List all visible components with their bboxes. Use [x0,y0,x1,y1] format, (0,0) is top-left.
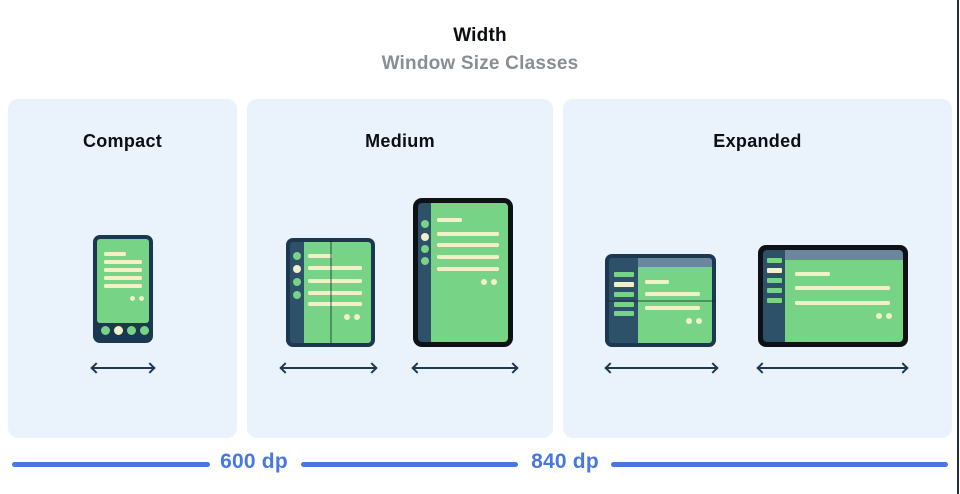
text-line [104,252,126,256]
breakpoint-840dp-label: 840 dp [531,450,599,473]
panel-medium: Medium [247,99,553,438]
panel-compact: Compact [8,99,237,438]
rail-dot [421,220,429,228]
width-range-arrow-icon [411,362,519,374]
nav-dot [127,326,136,335]
panel-expanded: Expanded [563,99,952,438]
text-line [437,267,499,271]
text-line [104,276,142,280]
action-dot [876,313,882,319]
fold-crease [330,239,332,346]
width-range-arrow-icon [90,362,156,374]
page-subtitle: Window Size Classes [381,53,579,74]
text-line [308,279,362,283]
rail-dot [421,257,429,265]
nav-drawer [763,250,785,342]
breakpoint-rule-segment [301,462,518,467]
text-line [437,255,499,259]
text-line [645,280,669,284]
menu-bar [767,258,782,263]
nav-rail [290,242,304,343]
text-line [645,292,700,296]
app-top-bar [638,258,712,267]
content-area [785,260,903,342]
text-line [308,266,362,270]
tablet-portrait-illustration [413,198,513,347]
text-line [795,301,890,305]
panel-expanded-label: Expanded [713,131,802,151]
fold-crease [606,300,715,302]
desktop-screen [785,250,903,342]
page-title: Width [453,25,507,46]
rail-dot [293,252,301,260]
text-line [795,286,890,290]
action-dot [686,318,692,324]
menu-bar [614,311,634,316]
screenshot-right-border [957,0,959,494]
width-range-arrow-icon [756,362,909,374]
text-line [104,284,142,288]
breakpoint-rule-segment [611,462,948,467]
text-line [645,306,700,310]
nav-drawer [609,258,638,343]
text-line [104,268,142,272]
panel-medium-label: Medium [365,131,435,151]
action-dot [344,314,350,320]
text-line [308,302,362,306]
menu-bar [614,272,634,277]
action-dot [491,279,497,285]
text-line [308,291,362,295]
nav-dot [101,326,110,335]
action-dot [481,279,487,285]
width-range-arrow-icon [279,362,378,374]
foldable-screen [638,258,712,343]
action-dot [130,296,135,301]
menu-bar [614,282,634,287]
phone-illustration [93,235,153,343]
content-area [638,267,712,343]
nav-rail [418,203,431,342]
rail-dot [293,265,301,273]
menu-bar [767,298,782,303]
tablet-screen [431,203,508,342]
action-dot [354,314,360,320]
action-dot [696,318,702,324]
text-line [308,254,332,258]
menu-bar [767,288,782,293]
foldable-open-illustration [286,238,375,347]
action-dot [886,313,892,319]
text-line [437,232,499,236]
rail-dot [421,233,429,241]
rail-dot [293,291,301,299]
text-line [437,218,462,222]
nav-dot [114,326,123,335]
panel-compact-label: Compact [82,131,163,151]
breakpoint-600dp-label: 600 dp [220,450,288,473]
text-line [437,243,499,247]
app-top-bar [785,250,903,260]
action-dot [139,296,144,301]
rail-dot [421,245,429,253]
menu-bar [767,278,782,283]
foldable-landscape-illustration [605,254,716,347]
width-range-arrow-icon [604,362,719,374]
tablet-landscape-illustration [758,245,908,347]
nav-dot [140,326,149,335]
breakpoint-rule-segment [12,462,210,467]
menu-bar [767,268,782,273]
text-line [104,260,142,264]
phone-screen [97,239,149,323]
foldable-screen [304,242,371,343]
menu-bar [614,292,634,297]
rail-dot [293,278,301,286]
menu-bar [614,302,634,307]
text-line [795,272,830,276]
